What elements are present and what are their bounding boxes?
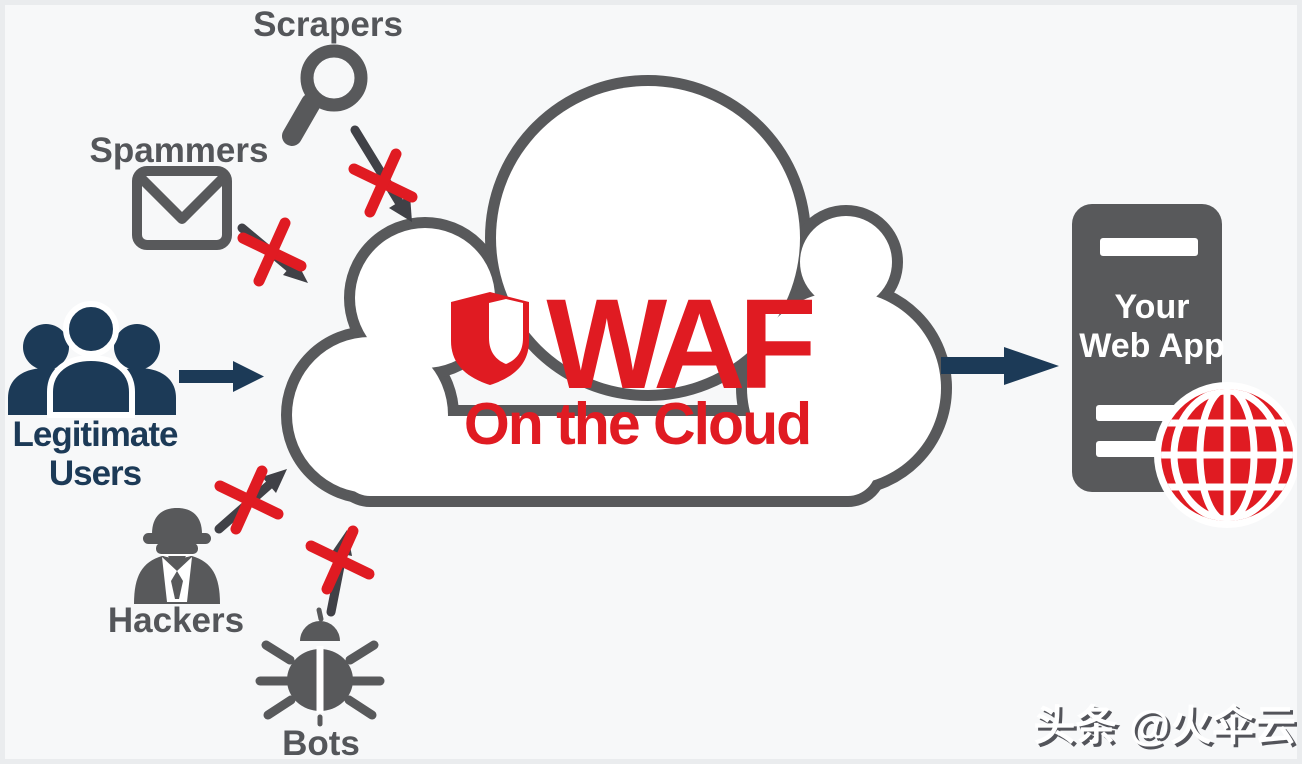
blocked-x-icon (214, 465, 284, 535)
blocked-x-icon (237, 217, 307, 287)
legitimate-users-label-line2: Users (49, 454, 142, 493)
waf-subtitle: On the Cloud (464, 391, 810, 457)
users-group-icon (8, 301, 176, 418)
bots-group: Bots (255, 525, 385, 763)
bots-label: Bots (282, 724, 360, 763)
hackers-label: Hackers (108, 601, 244, 640)
blocked-x-icon (348, 148, 418, 218)
waf-title: WAF (546, 273, 812, 416)
cloud-inner-fill (292, 86, 941, 496)
spy-icon (134, 508, 220, 604)
bots-blocked-arrow (305, 525, 375, 617)
watermark-text: 头条 @火伞云 (1033, 702, 1296, 749)
legitimate-users-label-line1: Legitimate (12, 415, 178, 454)
scrapers-blocked-arrow (348, 125, 418, 222)
legitimate-users-group: Legitimate Users (8, 301, 264, 493)
hackers-group: Hackers (108, 465, 287, 640)
envelope-icon (132, 166, 232, 250)
watermark: 头条 @火伞云 头条 @火伞云 (1033, 702, 1299, 752)
spammers-label: Spammers (90, 131, 269, 170)
blocked-x-icon (305, 525, 375, 595)
globe-icon (1154, 382, 1300, 528)
spammers-blocked-arrow (237, 217, 308, 287)
spammers-group: Spammers (90, 131, 308, 287)
web-app-group: Your Web App (1072, 204, 1300, 528)
allowed-arrow-users-to-cloud (179, 361, 264, 392)
scrapers-group: Scrapers (253, 5, 418, 222)
web-app-label-line1: Your (1115, 288, 1190, 326)
watermark-shadow: 头条 @火伞云 (1036, 705, 1299, 752)
magnifier-icon (282, 44, 368, 146)
web-app-label-line2: Web App (1079, 327, 1224, 365)
scrapers-label: Scrapers (253, 5, 403, 44)
arrow-cloud-to-webapp (941, 347, 1059, 385)
shield-icon (451, 292, 529, 385)
bug-icon (255, 607, 385, 727)
hackers-blocked-arrow (214, 465, 287, 535)
